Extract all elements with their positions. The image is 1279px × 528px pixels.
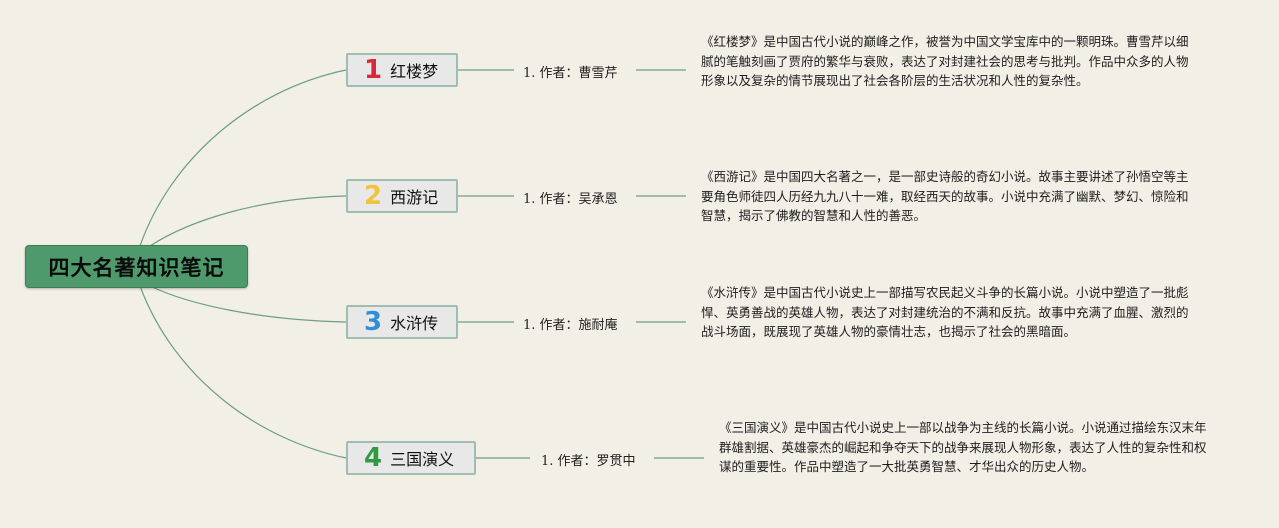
branch-node-4[interactable]: 4 三国演义 xyxy=(346,441,476,475)
connector-root-1 xyxy=(139,69,347,247)
branch-node-2[interactable]: 2 西游记 xyxy=(346,179,458,213)
author-node-2[interactable]: 1. 作者：吴承恩 xyxy=(523,192,618,207)
description-4: 《三国演义》是中国古代小说史上一部以战争为主线的长篇小说。小说通过描绘东汉末年群… xyxy=(719,420,1207,474)
root-node[interactable]: 四大名著知识笔记 xyxy=(25,245,248,288)
connector-root-2 xyxy=(149,195,347,247)
branch-node-3[interactable]: 3 水浒传 xyxy=(346,305,458,339)
author-node-3[interactable]: 1. 作者：施耐庵 xyxy=(523,318,618,333)
connector-root-3 xyxy=(149,285,347,323)
root-title: 四大名著知识笔记 xyxy=(48,255,225,280)
branch-node-1[interactable]: 1 红楼梦 xyxy=(346,53,458,87)
description-2: 《西游记》是中国四大名著之一，是一部史诗般的奇幻小说。故事主要讲述了孙悟空等主要… xyxy=(701,169,1189,223)
branch-title-1: 红楼梦 xyxy=(390,62,439,81)
description-3: 《水浒传》是中国古代小说史上一部描写农民起义斗争的长篇小说。小说中塑造了一批彪悍… xyxy=(701,285,1189,339)
branch-title-3: 水浒传 xyxy=(390,314,439,333)
connector-root-4 xyxy=(139,285,347,459)
author-node-1[interactable]: 1. 作者：曹雪芹 xyxy=(523,66,618,81)
description-1: 《红楼梦》是中国古代小说的巅峰之作，被誉为中国文学宝库中的一颗明珠。曹雪芹以细腻… xyxy=(701,34,1189,88)
author-node-4[interactable]: 1. 作者：罗贯中 xyxy=(541,454,636,469)
number-3-icon: 3 xyxy=(364,307,383,337)
branch-title-4: 三国演义 xyxy=(390,450,455,469)
branch-title-2: 西游记 xyxy=(390,188,439,207)
number-1-icon: 1 xyxy=(364,55,383,85)
number-2-icon: 2 xyxy=(364,181,383,211)
number-4-icon: 4 xyxy=(364,443,383,473)
